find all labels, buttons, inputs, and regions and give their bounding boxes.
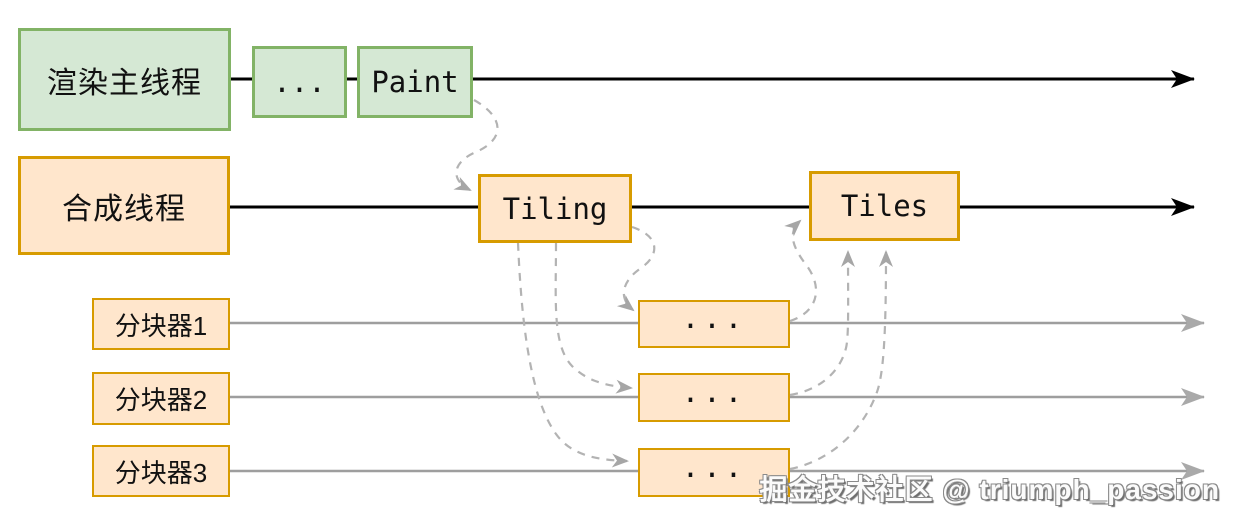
tiler2-box: 分块器2 [92, 372, 230, 425]
tiles-box: Tiles [809, 171, 960, 241]
tiler1-task-ellipsis-box: ... [638, 300, 790, 348]
tiling-box: Tiling [478, 174, 632, 243]
connector-paint-to-tiling [453, 99, 499, 191]
tiler3-task-ellipsis-box: ... [638, 448, 790, 497]
connector-tiler1-task-to-tiles [784, 219, 818, 323]
tiler3-box: 分块器3 [92, 445, 230, 497]
tiler2-label: 分块器2 [114, 385, 208, 415]
compositor-thread-box: 合成线程 [18, 156, 230, 255]
paint-label: Paint [371, 65, 459, 99]
connector-tiling-to-tiler2-task [554, 242, 633, 394]
tiler1-label: 分块器1 [114, 310, 208, 341]
tiles-label: Tiles [840, 189, 929, 223]
connector-tiling-to-tiler1-task [616, 225, 656, 312]
connector-tiler3-task-to-tiles [789, 250, 893, 471]
tiler3-label: 分块器3 [114, 457, 208, 488]
tiler2-task-ellipsis-box: ... [638, 373, 790, 422]
main-thread-ellipsis-label: ... [273, 65, 326, 99]
connector-tiler2-task-to-tiles [789, 250, 856, 397]
watermark-text: 掘金技术社区 @ triumph_passion [759, 474, 1220, 505]
main-thread-ellipsis-box: ... [252, 46, 347, 118]
render-main-thread-label: 渲染主线程 [47, 66, 202, 100]
tiler1-box: 分块器1 [92, 298, 230, 350]
connector-tiling-to-tiler3-task [516, 242, 629, 468]
render-main-thread-box: 渲染主线程 [18, 28, 231, 131]
paint-box: Paint [357, 46, 473, 118]
tiler2-task-ellipsis-label: ... [681, 374, 747, 409]
tiler3-task-ellipsis-label: ... [681, 449, 747, 484]
tiling-label: Tiling [502, 191, 608, 226]
compositor-thread-label: 合成线程 [62, 192, 186, 226]
tiler1-task-ellipsis-label: ... [681, 301, 747, 335]
